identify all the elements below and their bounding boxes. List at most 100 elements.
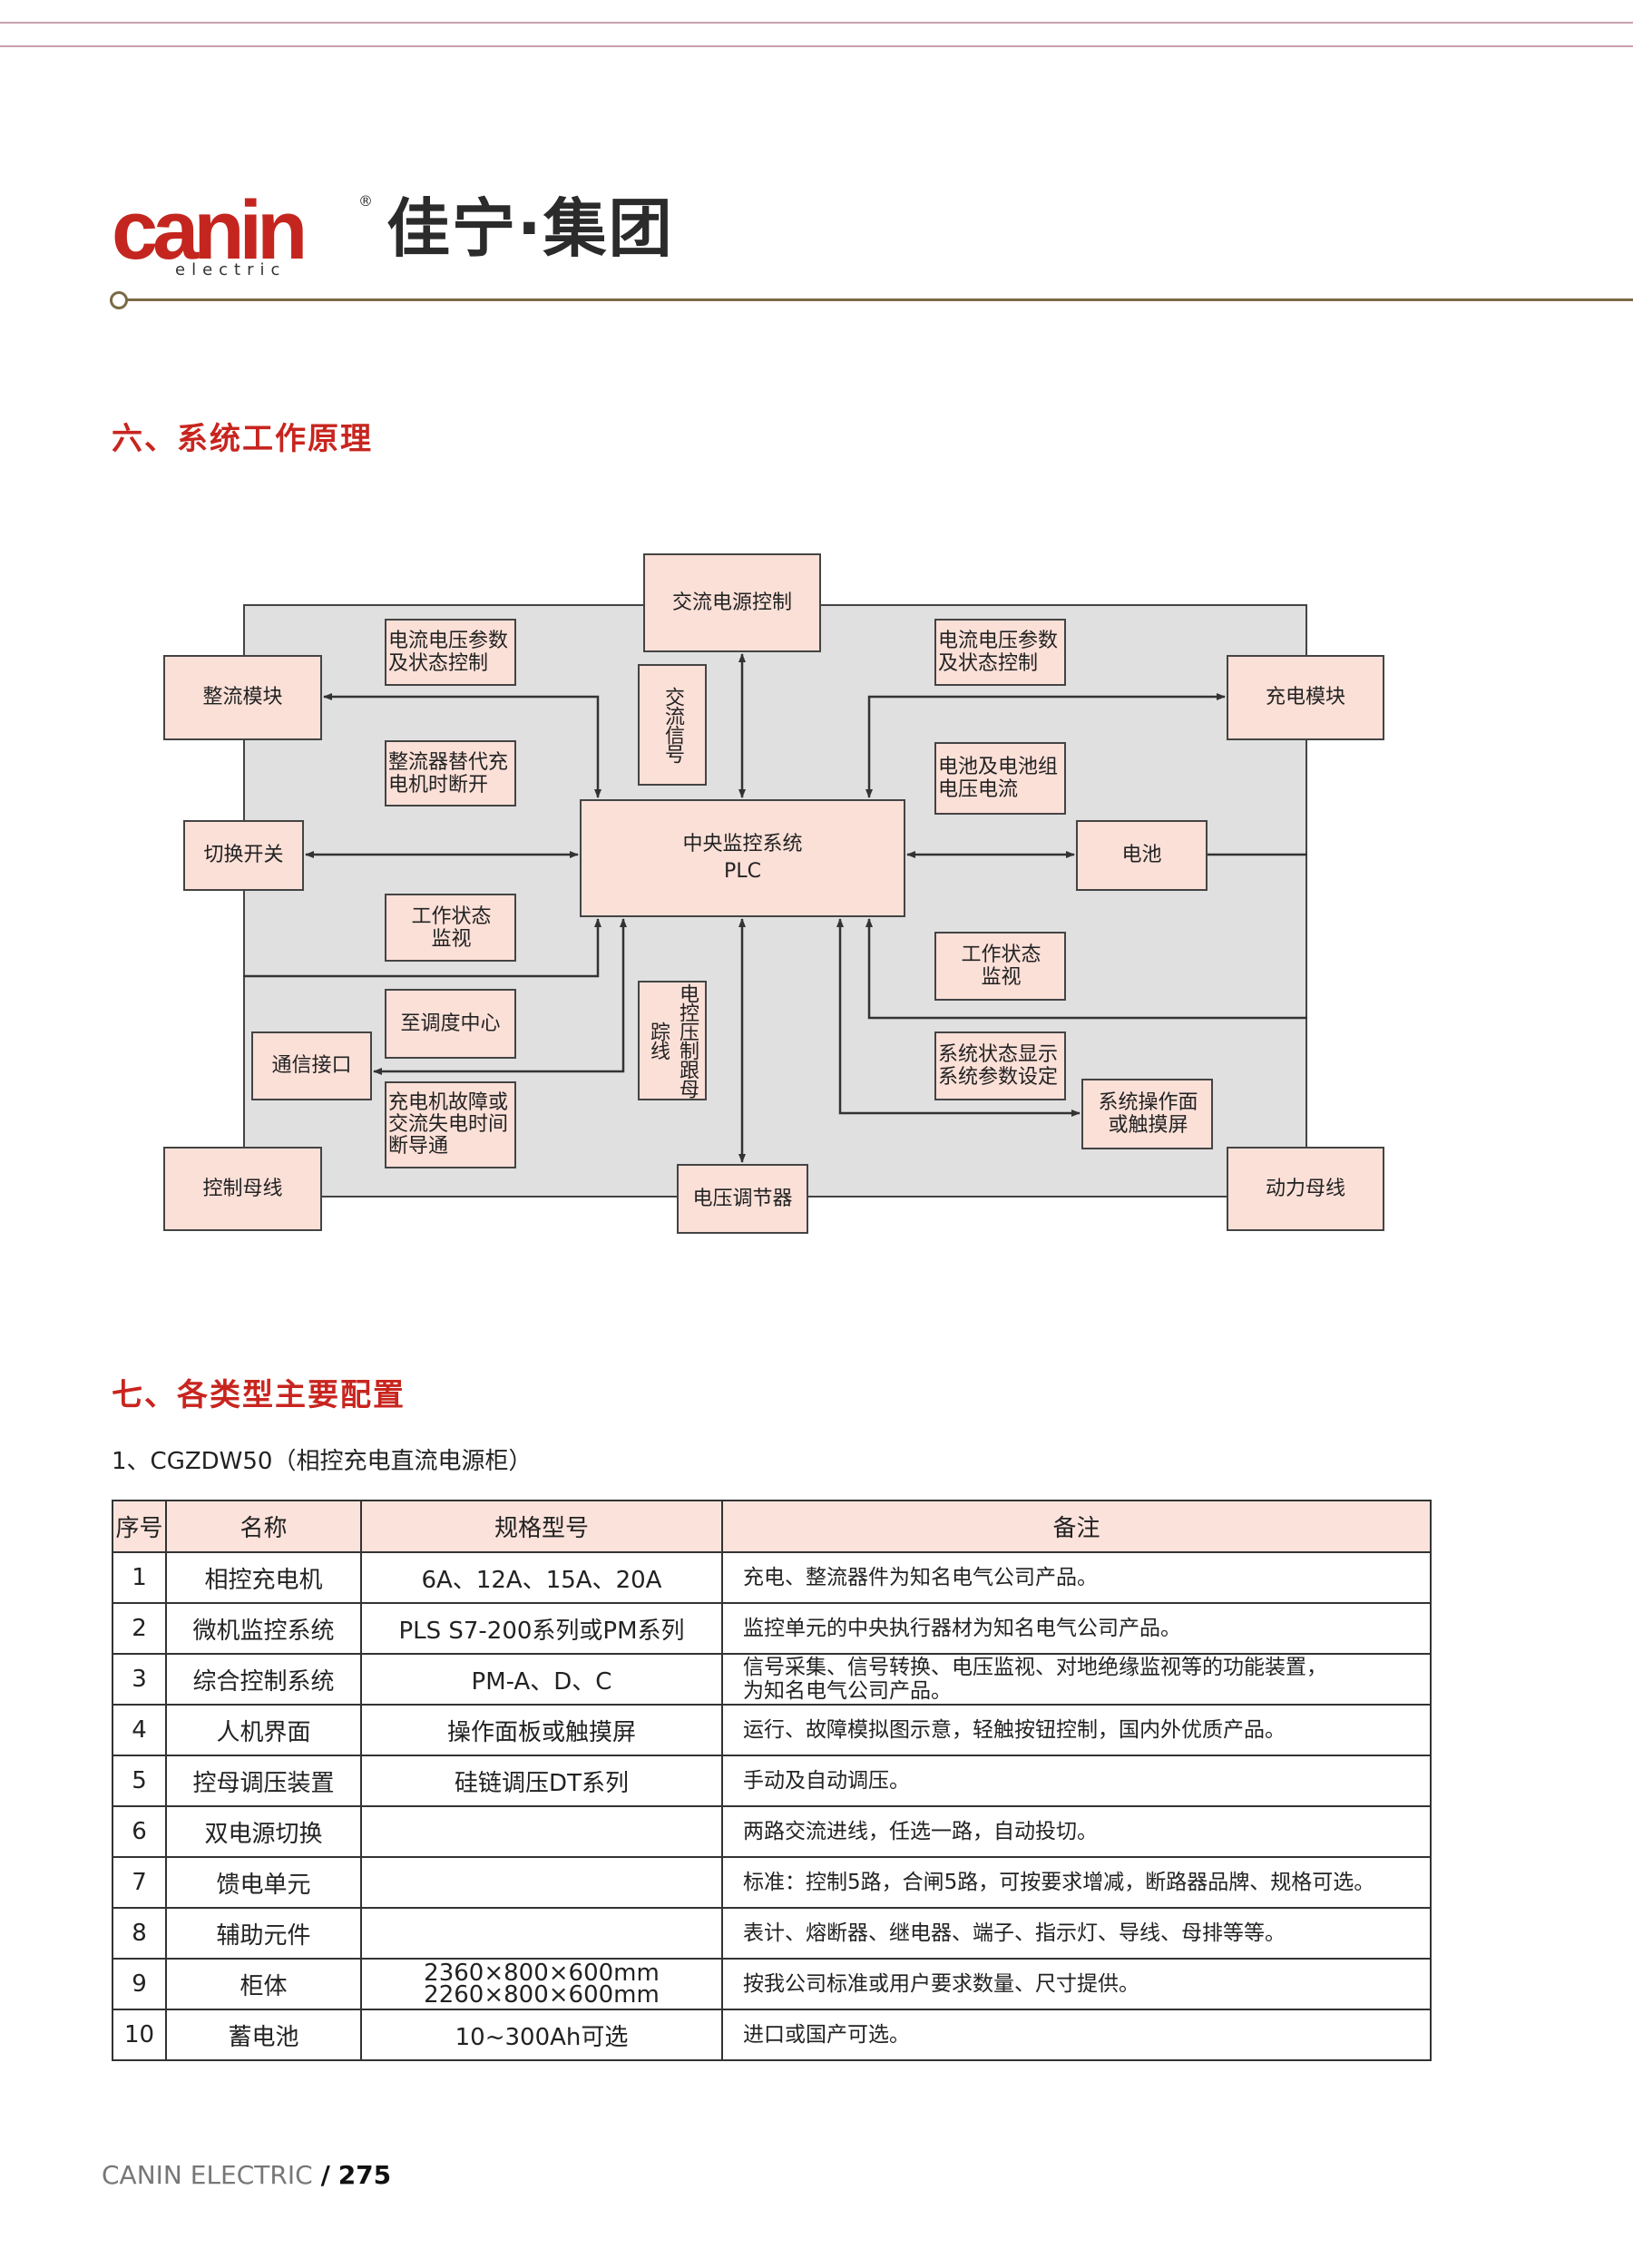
cell-remarks: 两路交流进线，任选一路，自动投切。 [721,1805,1432,1858]
central-plc-sublabel: PLC [724,860,761,883]
note-rectifier-replace: 整流器替代充 电机时断开 [385,740,516,807]
note-dispatch-center: 至调度中心 [385,989,516,1059]
cell-index: 5 [112,1755,167,1807]
note-left-param-control: 电流电压参数 及状态控制 [385,619,516,686]
footer: CANIN ELECTRIC / 275 [102,2160,391,2190]
box-switch: 切换开关 [183,820,304,891]
page-number: 275 [337,2160,392,2190]
header-name: 名称 [165,1500,362,1553]
diagram-connectors [243,653,1307,1163]
cell-name: 微机监控系统 [165,1602,362,1655]
logo-chinese-name: 佳宁·集团 [386,191,674,266]
cell-spec: PM-A、D、C [360,1653,723,1706]
cell-spec [360,1856,723,1909]
cell-name: 馈电单元 [165,1856,362,1909]
box-battery: 电池 [1076,820,1208,891]
cell-index: 4 [112,1704,167,1756]
box-voltage-regulator: 电压调节器 [677,1164,808,1234]
cell-index: 9 [112,1958,167,2010]
box-control-bus: 控制母线 [163,1147,322,1231]
cell-name: 相控充电机 [165,1551,362,1604]
cell-index: 3 [112,1653,167,1706]
connector-operation-panel [836,918,1081,1117]
header-divider [119,298,1633,301]
note-ac-signal: 交流信号 [638,664,707,786]
cell-spec [360,1907,723,1960]
header-remarks: 备注 [721,1500,1432,1553]
cell-remarks: 标准：控制5路，合闸5路，可按要求增减，断路器品牌、规格可选。 [721,1856,1432,1909]
cell-name: 双电源切换 [165,1805,362,1858]
cell-remarks: 监控单元的中央执行器材为知名电气公司产品。 [721,1602,1432,1655]
cell-spec [360,1805,723,1858]
cell-name: 控母调压装置 [165,1755,362,1807]
top-rule-1 [0,22,1633,24]
section-title-working-principle: 六、系统工作原理 [112,421,373,457]
box-central-plc: 中央监控系统 PLC [580,799,905,917]
cell-remarks: 进口或国产可选。 [721,2009,1432,2061]
connector-comm [373,918,627,1075]
box-power-bus: 动力母线 [1227,1147,1384,1231]
connector-rectifier [323,693,601,798]
cell-name: 人机界面 [165,1704,362,1756]
note-right-status-monitor: 工作状态 监视 [934,932,1066,1001]
cell-spec: 2360×800×600mm 2260×800×600mm [360,1958,723,2010]
note-battery-voltage-current: 电池及电池组 电压电流 [934,742,1066,815]
cell-name: 蓄电池 [165,2009,362,2061]
box-operation-panel: 系统操作面 或触摸屏 [1081,1079,1213,1149]
cell-spec: 操作面板或触摸屏 [360,1704,723,1756]
cell-remarks: 按我公司标准或用户要求数量、尺寸提供。 [721,1958,1432,2010]
cell-spec: 10~300Ah可选 [360,2009,723,2061]
box-ac-power-control: 交流电源控制 [643,553,821,652]
cell-index: 1 [112,1551,167,1604]
divider-circle-icon [110,291,128,309]
cell-name: 柜体 [165,1958,362,2010]
section-title-configuration: 七、各类型主要配置 [112,1377,406,1413]
note-system-display: 系统状态显示 系统参数设定 [934,1031,1066,1100]
note-charger-fault: 充电机故障或 交流失电时间 断导通 [385,1081,516,1168]
connector-charge-module [865,693,1226,798]
table-header-row: 序号 名称 规格型号 备注 [112,1500,1432,1553]
cell-index: 8 [112,1907,167,1960]
logo-subtitle: electric [175,260,287,279]
logo-mark: canin [112,184,308,277]
cell-remarks: 运行、故障模拟图示意，轻触按钮控制，国内外优质产品。 [721,1704,1432,1756]
cell-remarks: 手动及自动调压。 [721,1755,1432,1807]
footer-separator: / [320,2160,330,2190]
footer-brand: CANIN ELECTRIC [102,2160,313,2190]
top-rule-2 [0,45,1633,47]
cell-remarks: 充电、整流器件为知名电气公司产品。 [721,1551,1432,1604]
cell-remarks: 信号采集、信号转换、电压监视、对地绝缘监视等的功能装置， 为知名电气公司产品。 [721,1653,1432,1706]
header-index: 序号 [112,1500,167,1553]
box-rectifier-module: 整流模块 [163,655,322,740]
box-charge-module: 充电模块 [1227,655,1384,740]
cell-index: 2 [112,1602,167,1655]
cell-index: 7 [112,1856,167,1909]
note-right-param-control: 电流电压参数 及状态控制 [934,619,1066,686]
cell-remarks: 表计、熔断器、继电器、端子、指示灯、导线、母排等等。 [721,1907,1432,1960]
cell-name: 辅助元件 [165,1907,362,1960]
cell-spec: PLS S7-200系列或PM系列 [360,1602,723,1655]
cell-name: 综合控制系统 [165,1653,362,1706]
cell-spec: 6A、12A、15A、20A [360,1551,723,1604]
cell-index: 10 [112,2009,167,2061]
note-voltage-tracking: 电控压制跟母踪线 [638,981,707,1100]
registered-mark: ® [358,192,373,210]
cell-spec: 硅链调压DT系列 [360,1755,723,1807]
central-plc-label: 中央监控系统 [682,833,803,855]
box-comm-interface: 通信接口 [251,1031,372,1100]
product-subtitle: 1、CGZDW50（相控充电直流电源柜） [112,1448,533,1475]
note-left-status-monitor: 工作状态 监视 [385,894,516,962]
cell-index: 6 [112,1805,167,1858]
header-spec: 规格型号 [360,1500,723,1553]
